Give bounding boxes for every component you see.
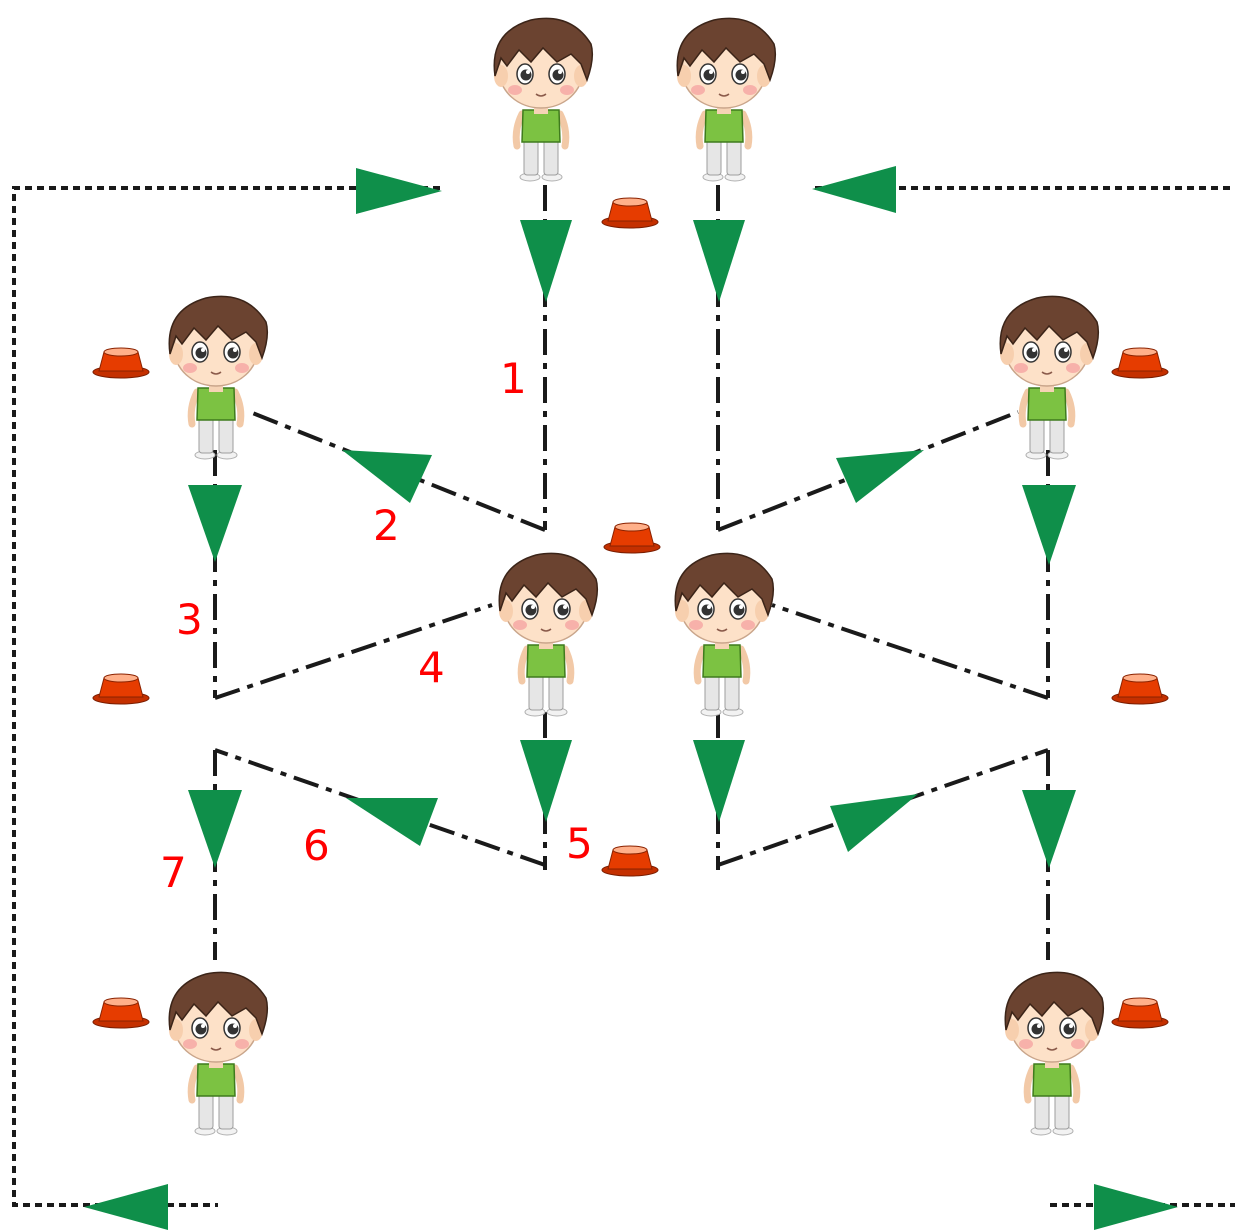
training-cone-icon xyxy=(601,197,659,229)
player-figure-icon xyxy=(169,972,267,1135)
direction-arrow-icon xyxy=(346,798,438,846)
direction-arrow-icon xyxy=(1022,790,1076,868)
training-cone-icon xyxy=(1111,673,1169,705)
player-figure-icon xyxy=(1000,296,1098,459)
training-cone-icon xyxy=(92,997,150,1029)
direction-arrow-icon xyxy=(188,790,242,868)
direction-arrow-icon xyxy=(830,794,918,852)
direction-arrows xyxy=(84,166,1178,1230)
direction-arrow-icon xyxy=(520,740,572,822)
path-left-step-4 xyxy=(214,603,493,700)
outer-return-paths xyxy=(12,186,1235,1207)
direction-arrow-icon xyxy=(1022,485,1076,565)
step-label-3: 3 xyxy=(176,595,203,644)
step-label-5: 5 xyxy=(566,819,593,868)
step-label-2: 2 xyxy=(373,501,400,550)
direction-arrow-icon xyxy=(1094,1184,1178,1230)
direction-arrow-icon xyxy=(812,166,896,213)
step-label-6: 6 xyxy=(303,821,330,870)
direction-arrow-icon xyxy=(520,220,572,302)
training-cone-icon xyxy=(601,845,659,877)
player-figure-icon xyxy=(675,553,773,716)
player-figure-icon xyxy=(677,18,775,181)
direction-arrow-icon xyxy=(188,485,242,562)
training-cone-icon xyxy=(92,673,150,705)
player-figure-icon xyxy=(1005,972,1103,1135)
direction-arrow-icon xyxy=(342,450,432,503)
direction-arrow-icon xyxy=(356,168,442,214)
step-label-1: 1 xyxy=(500,354,527,403)
player-figure-icon xyxy=(494,18,592,181)
path-left-step-6 xyxy=(214,748,546,867)
training-cone-icon xyxy=(603,522,661,554)
training-cone-icon xyxy=(92,347,150,379)
direction-arrow-icon xyxy=(84,1184,168,1230)
direction-arrow-icon xyxy=(836,450,924,503)
direction-arrow-icon xyxy=(693,220,745,302)
player-figure-icon xyxy=(169,296,267,459)
step-label-4: 4 xyxy=(418,643,445,692)
path-right-step-6 xyxy=(717,748,1049,867)
player-figure-icon xyxy=(499,553,597,716)
step-label-7: 7 xyxy=(160,848,187,897)
training-cone-icon xyxy=(1111,997,1169,1029)
run-paths xyxy=(213,185,1050,960)
players xyxy=(169,18,1103,1135)
path-right-step-4 xyxy=(771,603,1049,700)
training-cone-icon xyxy=(1111,347,1169,379)
direction-arrow-icon xyxy=(693,740,745,822)
step-labels: 1 2 3 4 5 6 7 xyxy=(160,354,593,897)
